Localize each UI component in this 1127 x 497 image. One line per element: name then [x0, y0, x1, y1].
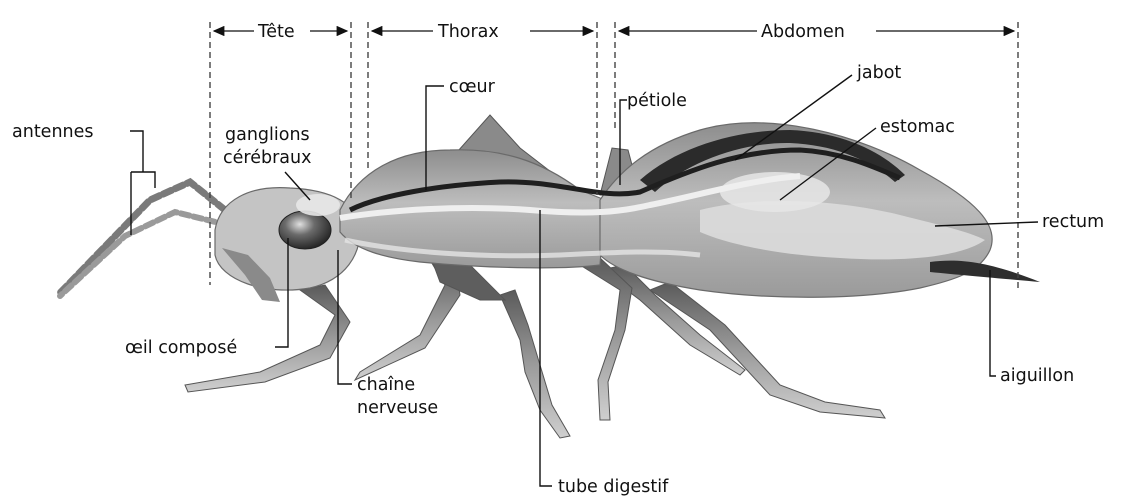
region-header-abdomen: Abdomen	[619, 22, 1014, 42]
label-stomach: estomac	[880, 117, 955, 137]
label-petiole: pétiole	[627, 91, 687, 111]
region-label-thorax: Thorax	[437, 22, 499, 42]
region-header-thorax: Thorax	[372, 22, 593, 42]
label-nerve-cord-2: nerveuse	[357, 398, 438, 418]
region-label-head: Tête	[257, 22, 295, 42]
label-brain-ganglia-2: cérébraux	[223, 148, 311, 168]
label-nerve-cord-1: chaîne	[357, 375, 415, 395]
label-sting: aiguillon	[1000, 366, 1074, 386]
ant-illustration	[60, 115, 1040, 438]
callout-sting: aiguillon	[990, 270, 1074, 386]
antennae-shape	[60, 182, 240, 296]
region-label-abdomen: Abdomen	[761, 22, 845, 42]
label-digestive-tube: tube digestif	[558, 477, 669, 497]
label-rectum: rectum	[1042, 212, 1104, 232]
region-header-head: Tête	[214, 22, 347, 42]
label-heart: cœur	[449, 77, 496, 97]
compound-eye-shape	[279, 211, 331, 249]
label-compound-eye: œil composé	[125, 338, 237, 358]
label-crop: jabot	[856, 63, 901, 83]
label-antennae: antennes	[12, 122, 94, 142]
brain-ganglia-shape	[296, 194, 340, 216]
label-brain-ganglia-1: ganglions	[225, 125, 310, 145]
